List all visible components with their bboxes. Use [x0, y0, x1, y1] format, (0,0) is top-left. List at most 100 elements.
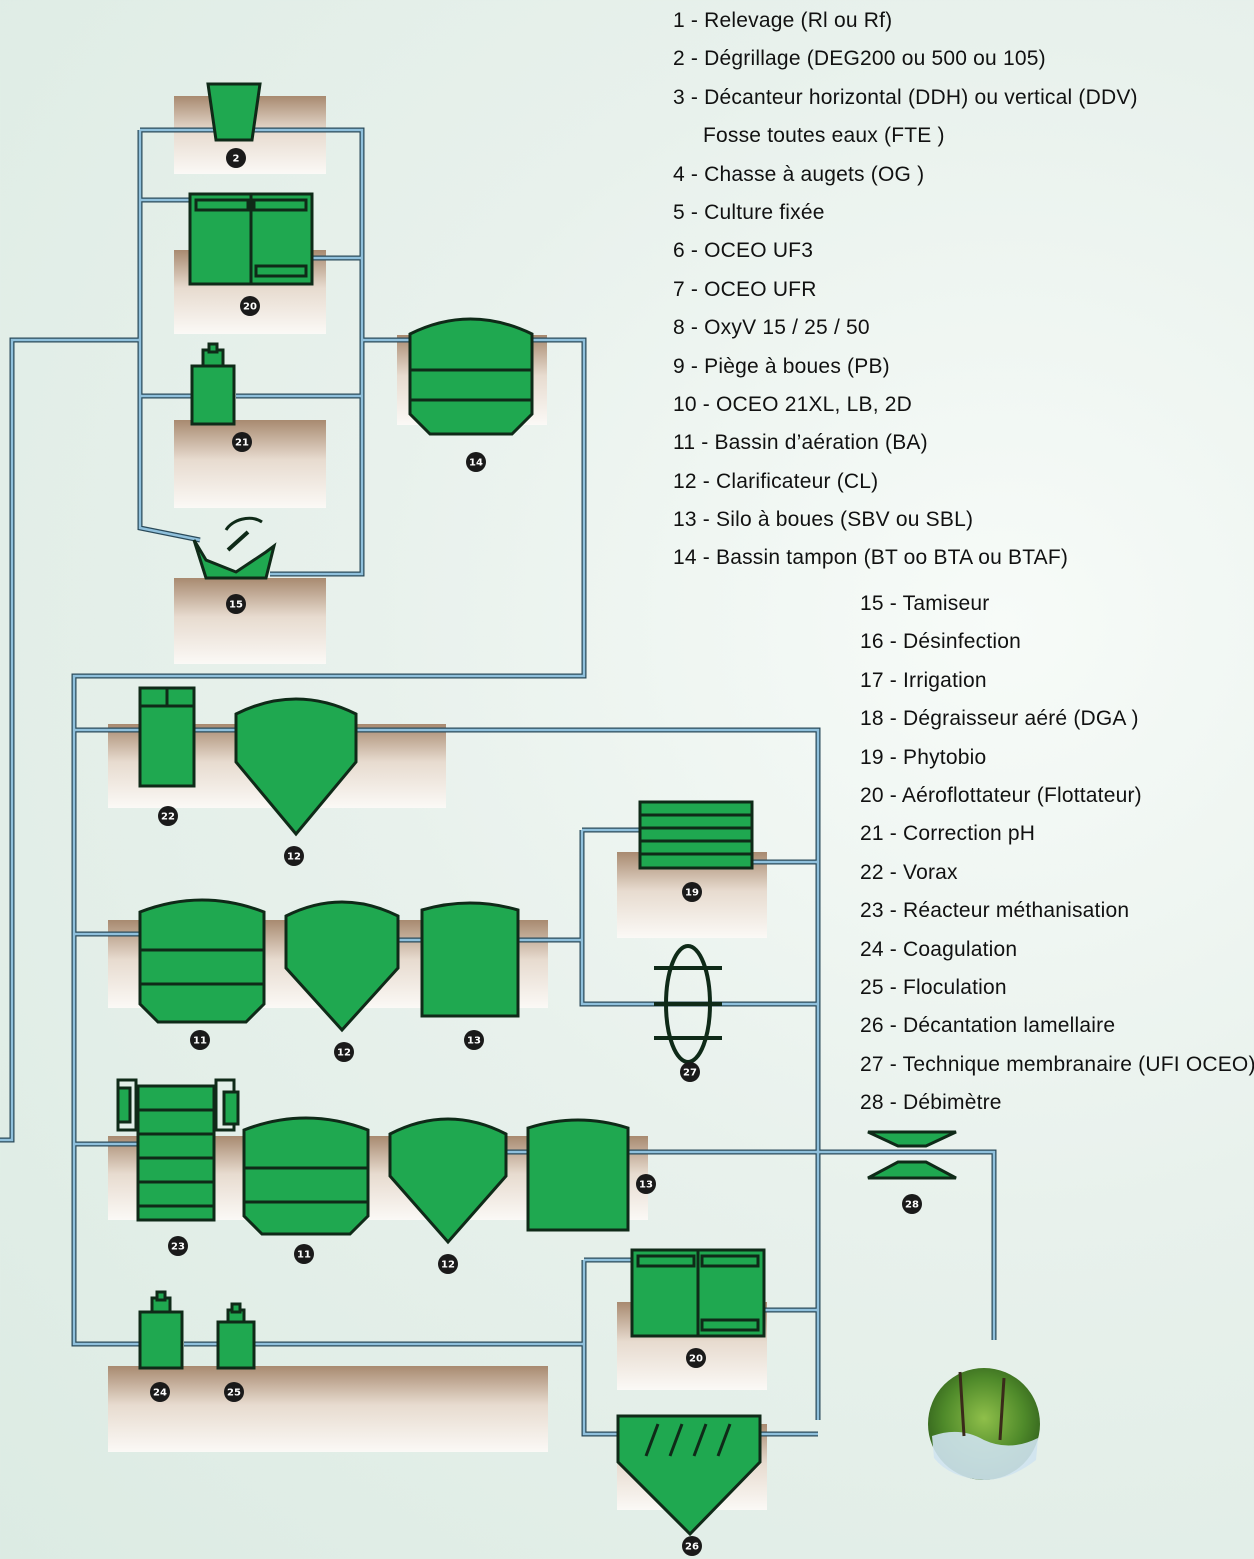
badge-12: 12: [284, 846, 304, 866]
badge-circle: [680, 1062, 700, 1082]
badge-15: 15: [226, 594, 246, 614]
badge-number: 13: [467, 1036, 481, 1047]
ph-unit-21: [190, 342, 236, 426]
flotation-unit-20-top: [188, 192, 314, 286]
badge-number: 26: [685, 1542, 699, 1553]
badge-number: 13: [639, 1180, 653, 1191]
sludge-silo-13a: [420, 901, 520, 1018]
badge-circle: [902, 1194, 922, 1214]
legend-item-16: 16 - Désinfection: [860, 630, 1021, 654]
badge-circle: [334, 1042, 354, 1062]
badge-number: 27: [683, 1068, 697, 1079]
number-badges: 2 20 21 14 15 22 12 19 11 12 13 27 23 11 12 13 28 20 24 25 2…: [150, 148, 922, 1556]
badge-number: 11: [297, 1250, 311, 1261]
badge-19: 19: [682, 882, 702, 902]
badge-12: 12: [438, 1254, 458, 1274]
legend-item-28: 28 - Débimètre: [860, 1091, 1002, 1115]
flotation-unit-20-bottom: [630, 1248, 766, 1338]
legend-item-21: 21 - Correction pH: [860, 822, 1036, 846]
legend-item-6: 6 - OCEO UF3: [673, 239, 814, 263]
badge-13: 13: [464, 1030, 484, 1050]
badge-2: 2: [226, 148, 246, 168]
vorax-unit-22: [138, 686, 196, 788]
badge-number: 2: [233, 154, 240, 165]
legend-item-1: 1 - Relevage (Rl ou Rf): [673, 9, 893, 32]
aeration-tank-11b: [242, 1116, 370, 1236]
methanization-reactor-23: [116, 1078, 240, 1222]
badge-circle: [438, 1254, 458, 1274]
badge-circle: [636, 1174, 656, 1194]
ground-15: [174, 578, 326, 664]
badge-25: 25: [224, 1382, 244, 1402]
flow-meter-28: [867, 1130, 957, 1180]
legend-item-3-continued: Fosse toutes eaux (FTE ): [703, 124, 945, 148]
legend-item-18: 18 - Dégraisseur aéré (DGA ): [860, 707, 1139, 731]
legend-item-8: 8 - OxyV 15 / 25 / 50: [673, 316, 870, 340]
legend-item-5: 5 - Culture fixée: [673, 200, 825, 224]
flocculation-unit-25: [216, 1302, 256, 1370]
badge-number: 12: [287, 852, 301, 863]
badge-number: 12: [337, 1048, 351, 1059]
legend-item-22: 22 - Vorax: [860, 860, 958, 884]
badge-20: 20: [686, 1348, 706, 1368]
badge-circle: [224, 1382, 244, 1402]
badge-number: 11: [193, 1036, 207, 1047]
badge-circle: [226, 594, 246, 614]
badge-number: 12: [441, 1260, 455, 1271]
badge-circle: [158, 806, 178, 826]
badge-circle: [150, 1382, 170, 1402]
legend-item-3: 3 - Décanteur horizontal (DDH) ou vertic…: [673, 85, 1138, 109]
badge-20: 20: [240, 296, 260, 316]
legend-item-24: 24 - Coagulation: [860, 937, 1018, 961]
badge-22: 22: [158, 806, 178, 826]
legend-item-15: 15 - Tamiseur: [860, 592, 990, 615]
legend-item-2: 2 - Dégrillage (DEG200 ou 500 ou 105): [673, 47, 1046, 71]
badge-27: 27: [680, 1062, 700, 1082]
legend-item-4: 4 - Chasse à augets (OG ): [673, 162, 925, 186]
badge-11: 11: [190, 1030, 210, 1050]
legend-item-14: 14 - Bassin tampon (BT oo BTA ou BTAF): [673, 546, 1069, 570]
badge-number: 28: [905, 1200, 919, 1211]
sludge-silo-13b: [526, 1118, 630, 1232]
badge-number: 24: [153, 1388, 167, 1399]
sieve-unit-15: [192, 516, 277, 580]
badge-13: 13: [636, 1174, 656, 1194]
badge-14: 14: [466, 452, 486, 472]
ground-24-25: [108, 1366, 548, 1452]
badge-number: 25: [227, 1388, 241, 1399]
legend-item-26: 26 - Décantation lamellaire: [860, 1014, 1116, 1038]
membrane-unit-27: [654, 944, 722, 1064]
badge-circle: [466, 452, 486, 472]
badge-number: 20: [689, 1354, 703, 1365]
screen-unit-2: [206, 82, 262, 142]
badge-circle: [226, 148, 246, 168]
legend-item-20: 20 - Aéroflottateur (Flottateur): [860, 783, 1142, 807]
badge-number: 19: [685, 888, 699, 899]
legend-item-9: 9 - Piège à boues (PB): [673, 354, 890, 378]
legend-item-27: 27 - Technique membranaire (UFI OCEO): [860, 1052, 1254, 1076]
lamella-settler-26: [616, 1414, 762, 1537]
legend-item-23: 23 - Réacteur méthanisation: [860, 899, 1130, 923]
badge-number: 22: [161, 812, 175, 823]
badge-24: 24: [150, 1382, 170, 1402]
ground-21: [174, 420, 326, 508]
badge-number: 14: [469, 458, 483, 469]
badge-23: 23: [168, 1236, 188, 1256]
badge-circle: [682, 882, 702, 902]
legend-item-13: 13 - Silo à boues (SBV ou SBL): [673, 508, 974, 532]
legend-item-19: 19 - Phytobio: [860, 745, 987, 769]
badge-28: 28: [902, 1194, 922, 1214]
legend-item-7: 7 - OCEO UFR: [673, 277, 817, 301]
buffer-tank-14: [408, 317, 534, 436]
badge-circle: [284, 846, 304, 866]
legend-item-12: 12 - Clarificateur (CL): [673, 469, 879, 493]
badge-circle: [464, 1030, 484, 1050]
badge-circle: [240, 296, 260, 316]
badge-circle: [232, 432, 252, 452]
equipment: [116, 82, 957, 1537]
badge-number: 21: [235, 438, 249, 449]
legend-list-primary: 1 - Relevage (Rl ou Rf) 2 - Dégrillage (D…: [673, 2, 1138, 578]
pipes: [0, 127, 997, 1437]
